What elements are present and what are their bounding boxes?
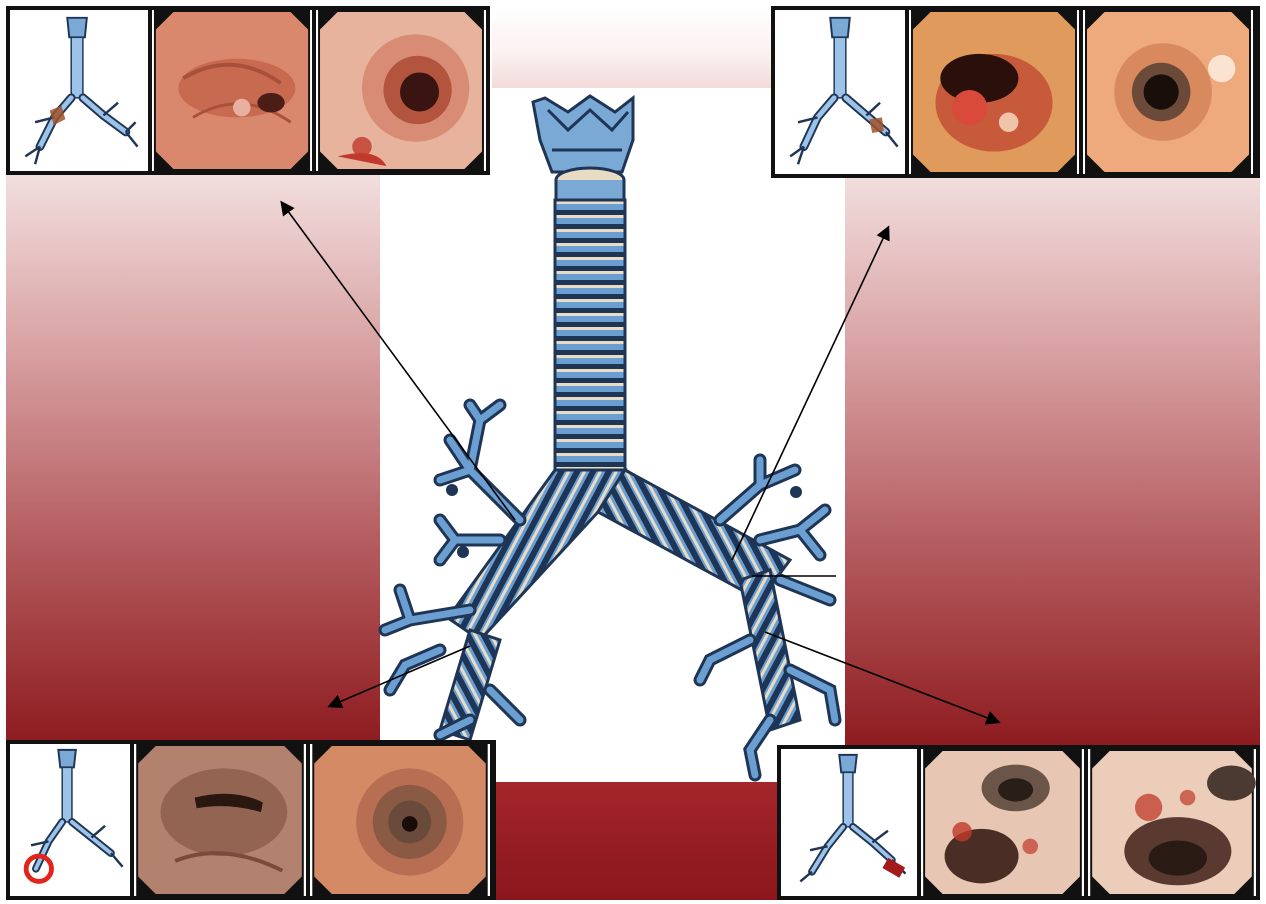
bronchoscopic-view-2 [316,10,486,171]
bronchial-tree-icon [385,405,835,775]
panel-bottom-right [777,745,1260,900]
trachea-icon [555,200,625,480]
bronchoscopic-view-2 [310,744,490,896]
bronchoscopic-view-1 [909,10,1079,174]
backdrop-bottom-center [495,782,777,900]
panel-top-right [771,6,1260,178]
bronchoscopic-view-2 [1088,749,1256,896]
backdrop-right [845,175,1260,745]
panel-top-left [6,6,490,175]
bronchoscopic-view-1 [152,10,312,171]
bronchoscopic-view-1 [134,744,306,896]
bronchoscopic-view-1 [921,749,1084,896]
bronchial-map-icon [10,10,148,171]
panel-bottom-left [6,740,496,900]
bronchoscopic-view-2 [1083,10,1253,174]
backdrop-left [6,175,380,740]
bronchial-map-icon [775,10,905,174]
larynx-icon [533,96,633,200]
bronchial-map-icon [10,744,130,896]
backdrop-top-center [492,6,772,88]
bronchial-map-icon [781,749,917,896]
